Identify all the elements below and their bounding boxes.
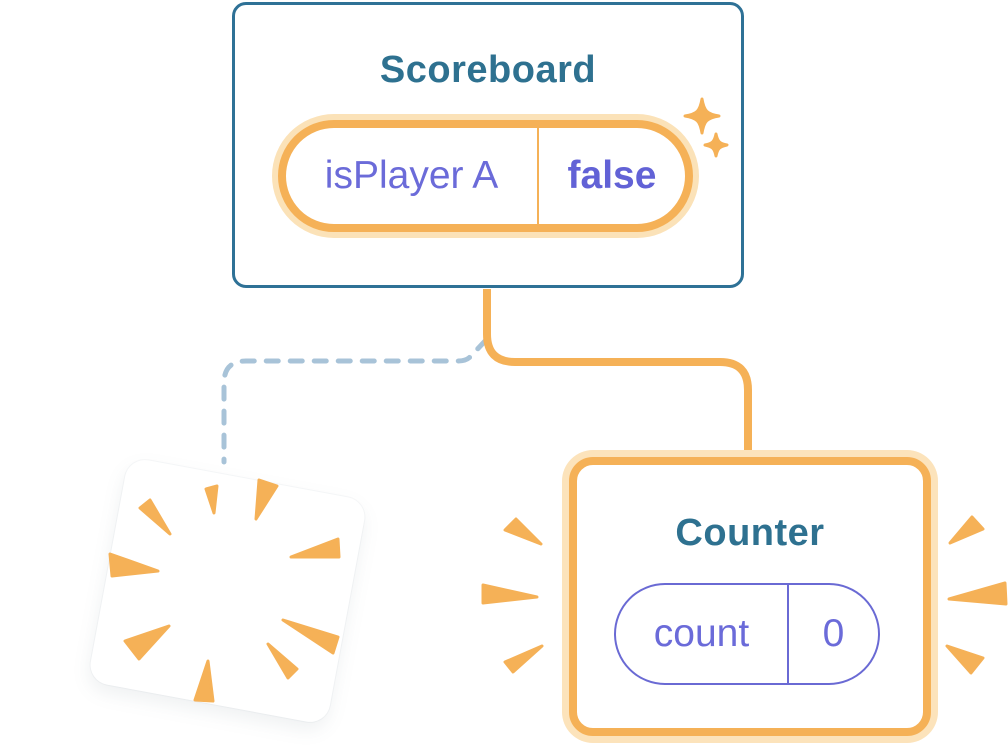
scoreboard-card: Scoreboard isPlayer A false bbox=[232, 2, 744, 288]
counter-card: Counter count 0 bbox=[569, 457, 931, 736]
scoreboard-title: Scoreboard bbox=[379, 49, 597, 91]
pill-divider bbox=[787, 585, 789, 683]
state-value-label: false bbox=[567, 154, 657, 197]
connector-dashed-line bbox=[221, 337, 489, 465]
scoreboard-state-pill: isPlayer A false bbox=[278, 120, 693, 232]
destroyed-component-card bbox=[87, 456, 368, 726]
pill-divider bbox=[537, 128, 539, 224]
connector-active-line bbox=[483, 289, 752, 453]
counter-title: Counter bbox=[675, 512, 825, 554]
emphasis-burst-left-icon bbox=[481, 517, 544, 674]
emphasis-burst-right-icon bbox=[945, 515, 1008, 675]
counter-state-pill: count 0 bbox=[614, 583, 880, 685]
state-value-label: 0 bbox=[822, 612, 845, 655]
state-name-label: count bbox=[653, 612, 750, 655]
state-name-label: isPlayer A bbox=[324, 154, 499, 197]
